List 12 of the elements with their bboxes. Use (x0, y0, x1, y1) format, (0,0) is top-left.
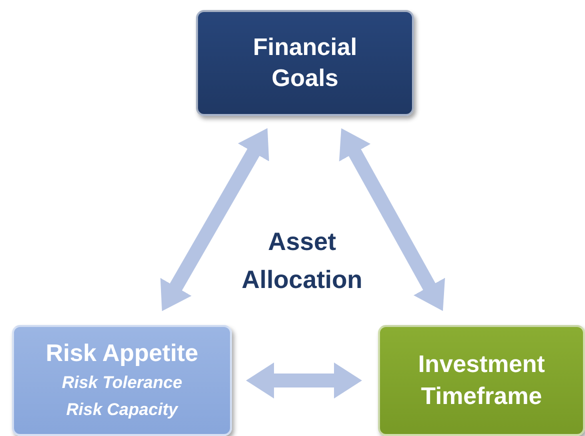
double-arrow (160, 128, 270, 312)
double-arrow (339, 128, 445, 312)
center-label: Asset Allocation (240, 227, 364, 296)
box-subtitle: Risk Tolerance (62, 372, 182, 394)
rounded-box (378, 325, 585, 436)
double-arrow (246, 362, 362, 398)
box-title: Risk Appetite (46, 338, 198, 369)
rounded-box (12, 325, 232, 436)
box-title: Financial Goals (252, 32, 358, 94)
rounded-box (196, 10, 414, 116)
box-title: Investment Timeframe (417, 350, 546, 412)
box-subtitle: Risk Capacity (66, 399, 178, 422)
